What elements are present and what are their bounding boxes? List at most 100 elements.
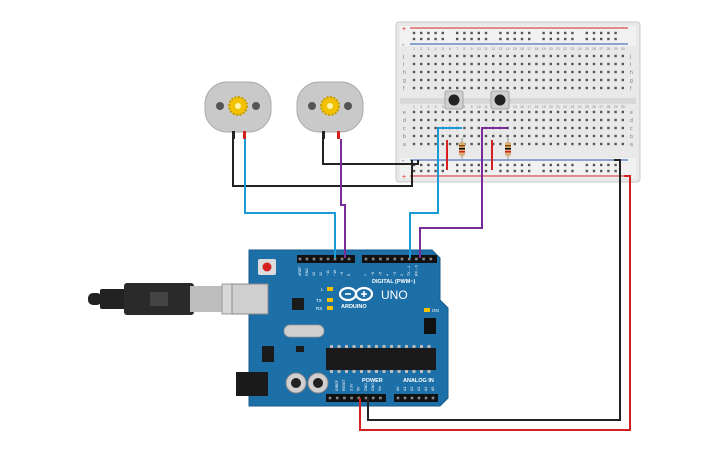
pin-label: A2	[410, 387, 414, 391]
row-label: b	[630, 134, 633, 140]
column-number: 24	[578, 47, 582, 51]
column-number: 11	[484, 47, 488, 51]
column-number: 8	[463, 105, 465, 109]
breadboard-row-labels: jjiihhggffeeddccbbaa11223344556677889910…	[402, 47, 633, 148]
rail-plus-label-bottom: +	[402, 174, 406, 181]
wires	[232, 127, 631, 431]
row-label: j	[629, 54, 631, 60]
column-number: 30	[621, 47, 625, 51]
led-rx	[327, 306, 333, 310]
wire-5v	[359, 175, 631, 431]
resistor-1[interactable]	[459, 138, 465, 160]
arduino-logo-text: ARDUINO	[341, 304, 367, 310]
column-number: 24	[578, 105, 582, 109]
column-number: 3	[427, 105, 429, 109]
column-number: 19	[542, 47, 546, 51]
usb-port	[231, 283, 269, 315]
column-number: 12	[491, 47, 495, 51]
row-label: f	[630, 86, 632, 92]
digital-header-label: DIGITAL (PWM~)	[372, 279, 416, 285]
pin-label: A3	[417, 387, 421, 391]
column-number: 15	[513, 47, 517, 51]
board-model: UNO	[381, 288, 408, 302]
push-button-1[interactable]	[444, 90, 464, 110]
column-number: 11	[484, 105, 488, 109]
column-number: 2	[420, 105, 422, 109]
rail-minus-label-top: -	[402, 42, 405, 49]
rail-minus-label-bottom: -	[402, 158, 405, 165]
column-number: 27	[599, 105, 603, 109]
column-number: 18	[534, 47, 538, 51]
resistor-2[interactable]	[505, 138, 511, 160]
column-number: 20	[549, 47, 553, 51]
pin-label: 3.3V	[349, 383, 353, 391]
row-label: a	[403, 142, 406, 148]
breadboard[interactable]: jjiihhggffeeddccbbaa11223344556677889910…	[395, 21, 641, 183]
pin-label: 12	[319, 272, 323, 276]
column-number: 22	[563, 47, 567, 51]
push-button-2[interactable]	[490, 90, 510, 110]
pin-label: TX→1	[407, 266, 411, 276]
wire-motor2-gnd	[322, 139, 419, 165]
column-number: 1	[413, 47, 415, 51]
pin-label: GND	[305, 268, 309, 276]
column-number: 19	[542, 105, 546, 109]
row-label: e	[630, 110, 633, 116]
column-number: 13	[498, 47, 502, 51]
analog-header	[394, 394, 438, 402]
pin-label: IOREF	[335, 379, 339, 391]
led-label-rx: RX	[316, 306, 322, 311]
pin-label: RESET	[342, 378, 346, 391]
column-number: 2	[420, 47, 422, 51]
column-number: 23	[570, 47, 574, 51]
column-number: 17	[527, 47, 531, 51]
column-number: 4	[435, 105, 437, 109]
led-l	[327, 287, 333, 291]
column-number: 21	[556, 105, 560, 109]
column-number: 20	[549, 105, 553, 109]
led-tx	[327, 298, 333, 302]
pin-label: ~6	[371, 272, 375, 276]
column-number: 23	[570, 105, 574, 109]
pin-label: A4	[424, 387, 428, 391]
pin-label: ~11	[326, 270, 330, 276]
wire-motor1-pin12	[244, 139, 336, 258]
column-number: 14	[506, 47, 510, 51]
dc-motor-1[interactable]	[204, 81, 272, 139]
column-number: 9	[471, 105, 473, 109]
column-number: 22	[563, 105, 567, 109]
pin-label: GND	[371, 383, 375, 391]
dc-motor-2[interactable]	[296, 81, 364, 139]
power-label: POWER	[362, 378, 383, 384]
column-number: 10	[477, 105, 481, 109]
row-label: e	[403, 110, 406, 116]
led-label-tx: TX	[316, 298, 322, 303]
column-number: 5	[442, 105, 444, 109]
wire-motor1-gnd	[232, 139, 413, 187]
rail-plus-label-top: +	[402, 26, 406, 33]
row-label: c	[403, 126, 406, 132]
wire-button1-pin3	[409, 127, 462, 258]
pin-label: 7	[364, 274, 368, 276]
wire-button2-pin2	[419, 127, 508, 258]
row-label: g	[630, 78, 633, 84]
power-header	[326, 394, 386, 402]
column-number: 25	[585, 105, 589, 109]
led-label-on: ON	[432, 308, 439, 313]
column-number: 29	[614, 105, 618, 109]
row-label: d	[630, 118, 633, 124]
pin-label: ~10	[333, 270, 337, 276]
row-label: c	[630, 126, 633, 132]
wire-gnd	[367, 159, 621, 421]
column-number: 5	[442, 47, 444, 51]
row-label: a	[630, 142, 633, 148]
column-number: 15	[513, 105, 517, 109]
row-label: j	[402, 54, 404, 60]
column-number: 21	[556, 47, 560, 51]
pin-label: A1	[403, 387, 407, 391]
column-number: 29	[614, 47, 618, 51]
